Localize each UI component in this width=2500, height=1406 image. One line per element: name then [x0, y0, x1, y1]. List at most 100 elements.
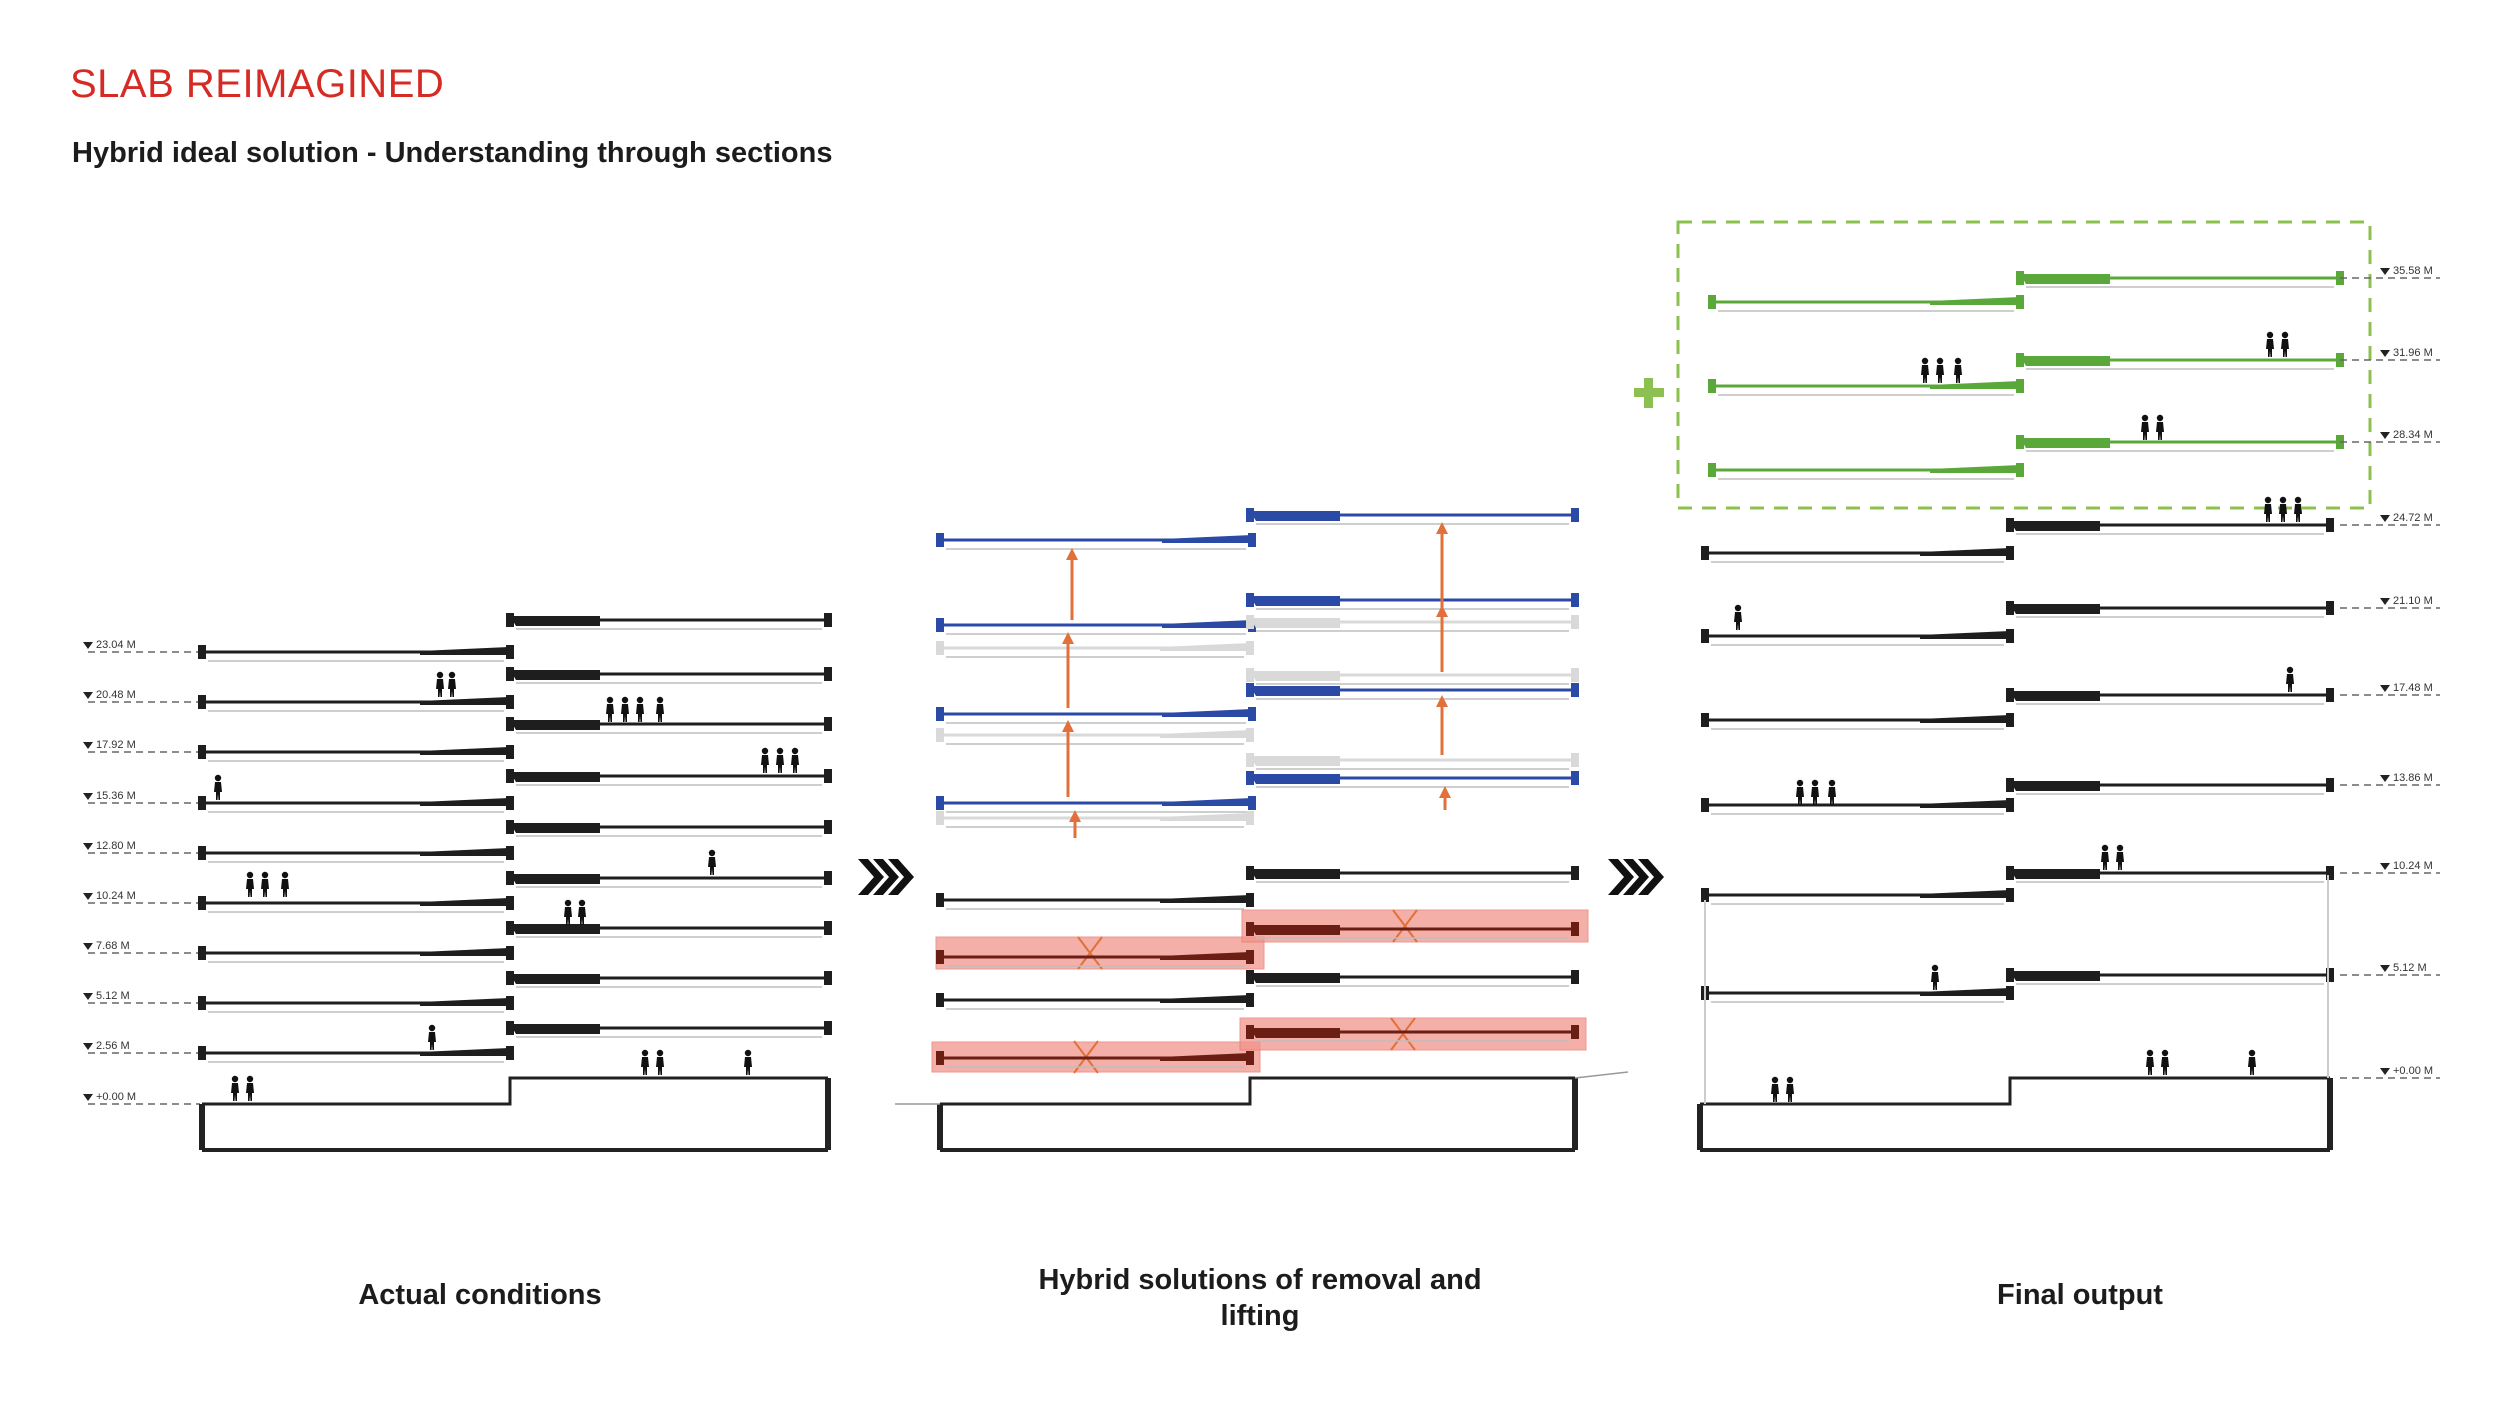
level-label: 28.34 M: [2393, 429, 2433, 441]
floor-slab: [1246, 1025, 1579, 1042]
final-output-section: 35.58 M31.96 M28.34 M24.72 M21.10 M17.48…: [1634, 220, 2440, 1152]
person-silhouette: [246, 871, 254, 897]
floor-slab: [1701, 888, 2014, 905]
floor-slab: [198, 946, 514, 963]
floor-slab: [2006, 778, 2334, 795]
person-silhouette: [636, 696, 644, 722]
caption-actual-conditions: Actual conditions: [358, 1279, 602, 1311]
floor-slab: [198, 645, 514, 662]
person-silhouette: [214, 774, 222, 800]
level-marker: 2.56 M: [83, 1040, 205, 1054]
floor-slab: [936, 993, 1254, 1010]
floor-slab: [936, 728, 1254, 745]
floor-slab: [2016, 353, 2344, 370]
person-silhouette: [1921, 357, 1929, 383]
person-silhouette: [2286, 666, 2294, 692]
floor-slab: [1246, 866, 1579, 883]
floor-slab: [1246, 615, 1579, 632]
person-silhouette: [621, 696, 629, 722]
level-label: 35.58 M: [2393, 265, 2433, 277]
person-silhouette: [2141, 414, 2149, 440]
floor-slab: [1246, 922, 1579, 939]
level-label: 10.24 M: [2393, 860, 2433, 872]
floor-slab: [1708, 295, 2024, 312]
floor-slab: [1246, 771, 1579, 788]
level-marker: 31.96 M: [2340, 347, 2440, 361]
person-silhouette: [606, 696, 614, 722]
chevron-right-icon: [888, 859, 914, 895]
floor-slab: [506, 921, 832, 938]
floor-slab: [1246, 970, 1579, 987]
floor-slab: [936, 533, 1256, 550]
floor-slab: [936, 707, 1256, 724]
floor-slab: [1246, 683, 1579, 700]
person-silhouette: [436, 671, 444, 697]
person-silhouette: [448, 671, 456, 697]
next-step-arrow-icon: [1608, 859, 1664, 895]
cross-icon: [1392, 909, 1418, 943]
floor-slab: [936, 1051, 1254, 1068]
person-silhouette: [2116, 844, 2124, 870]
person-silhouette: [1734, 604, 1742, 630]
chevron-right-icon: [1623, 859, 1649, 895]
level-marker: 35.58 M: [2340, 265, 2440, 279]
level-marker: 23.04 M: [83, 639, 205, 653]
floor-slab: [2016, 271, 2344, 288]
floor-slab: [506, 769, 832, 786]
floor-slab: [506, 667, 832, 684]
ground-line: [1574, 1071, 1629, 1079]
level-marker: 28.34 M: [2340, 429, 2440, 443]
person-silhouette: [2264, 496, 2272, 522]
floor-slab: [2016, 435, 2344, 452]
level-label: 15.36 M: [96, 790, 136, 802]
person-silhouette: [261, 871, 269, 897]
level-label: 20.48 M: [96, 689, 136, 701]
floor-slab: [2006, 866, 2334, 883]
level-marker: 7.68 M: [83, 940, 205, 954]
caption-hybrid-solutions: Hybrid solutions of removal and lifting: [1038, 1264, 1482, 1332]
person-silhouette: [656, 696, 664, 722]
person-silhouette: [2161, 1049, 2169, 1075]
person-silhouette: [1796, 779, 1804, 805]
level-label: 2.56 M: [96, 1040, 130, 1052]
person-silhouette: [656, 1049, 664, 1075]
floor-slab: [936, 618, 1256, 635]
floor-slab: [936, 641, 1254, 658]
chevron-right-icon: [1638, 859, 1664, 895]
floor-slab: [198, 996, 514, 1013]
next-step-arrow-icon: [858, 859, 914, 895]
level-label: 21.10 M: [2393, 595, 2433, 607]
level-label: 10.24 M: [96, 890, 136, 902]
floor-slab: [506, 1021, 832, 1038]
person-silhouette: [2281, 331, 2289, 357]
lift-arrow: [1439, 786, 1451, 810]
level-marker: 5.12 M: [2340, 962, 2440, 976]
floor-slab: [506, 971, 832, 988]
person-silhouette: [578, 899, 586, 925]
floor-slab: [198, 1046, 514, 1063]
level-label: 13.86 M: [2393, 772, 2433, 784]
floor-slab: [1701, 798, 2014, 815]
level-label: 23.04 M: [96, 639, 136, 651]
lift-arrow: [1069, 810, 1081, 838]
level-marker: +0.00 M: [83, 1091, 200, 1105]
level-label: +0.00 M: [2393, 1065, 2433, 1077]
person-silhouette: [2294, 496, 2302, 522]
person-silhouette: [744, 1049, 752, 1075]
person-silhouette: [761, 747, 769, 773]
level-marker: 10.24 M: [2340, 860, 2440, 874]
person-silhouette: [1828, 779, 1836, 805]
floor-slab: [2006, 601, 2334, 618]
lift-arrow: [1062, 720, 1074, 797]
level-label: 17.92 M: [96, 739, 136, 751]
floor-slab: [2006, 688, 2334, 705]
person-silhouette: [1771, 1076, 1779, 1102]
person-silhouette: [791, 747, 799, 773]
floor-slab: [1246, 508, 1579, 525]
person-silhouette: [428, 1024, 436, 1050]
ground-floor-base: [1697, 1076, 2333, 1152]
lift-arrow: [1066, 548, 1078, 620]
level-label: 31.96 M: [2393, 347, 2433, 359]
person-silhouette: [2156, 414, 2164, 440]
level-marker: 10.24 M: [83, 890, 205, 904]
